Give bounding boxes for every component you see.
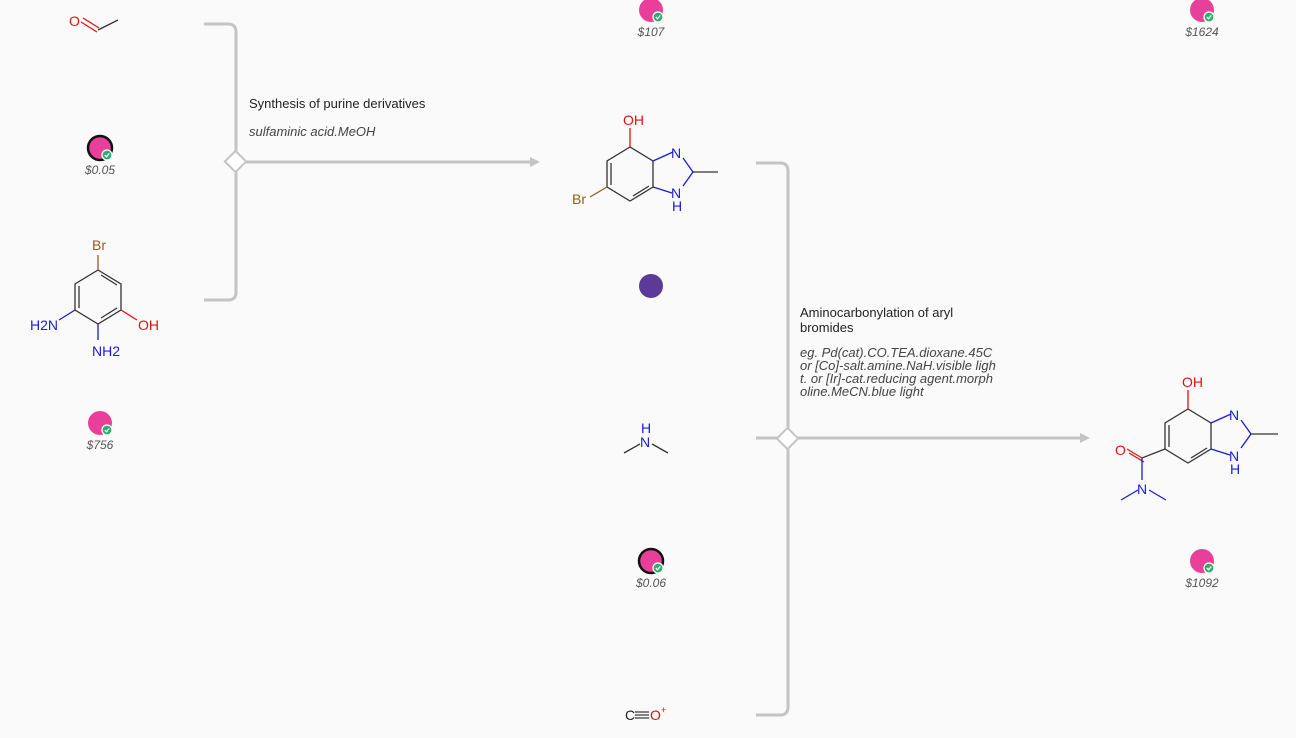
molecule-acetaldehyde[interactable]: O xyxy=(69,13,119,33)
badge-top-mid[interactable] xyxy=(639,0,664,23)
reaction-2-conditions: eg. Pd(cat).CO.TEA.dioxane.45C or [Co]-s… xyxy=(800,345,996,399)
charge-label: + xyxy=(661,705,666,715)
atom-label: Br xyxy=(572,191,586,207)
reaction-2-title: Aminocarbonylation of aryl bromides xyxy=(800,305,954,335)
atom-label: H xyxy=(1230,461,1240,477)
reaction-1-bracket xyxy=(204,22,532,302)
atom-label: O xyxy=(650,707,661,723)
badge-product[interactable] xyxy=(1190,549,1215,574)
atom-label: OH xyxy=(623,112,644,128)
reaction-2-node[interactable] xyxy=(775,426,800,451)
atom-label: OH xyxy=(138,317,159,333)
atom-label: Br xyxy=(92,237,106,253)
atom-label: N xyxy=(1229,448,1239,464)
price-reagent-1: $0.05 xyxy=(84,163,116,177)
price-dimethylamine: $0.06 xyxy=(635,576,667,590)
atom-label: O xyxy=(1115,442,1126,458)
price-top-mid: $107 xyxy=(637,25,665,39)
price-diaminophenol: $756 xyxy=(86,438,114,452)
reaction-1-conditions: sulfaminic acid.MeOH xyxy=(249,124,376,139)
reaction-1-arrowhead xyxy=(530,157,540,167)
molecule-carbon-monoxide[interactable]: C O + xyxy=(625,705,666,723)
atom-label: N xyxy=(1137,481,1147,497)
atom-label: H xyxy=(641,420,651,436)
atom-label: C xyxy=(625,707,635,723)
price-top-right: $1624 xyxy=(1185,25,1219,39)
molecule-dimethylamine[interactable]: H N xyxy=(623,420,669,454)
atom-label: H xyxy=(672,198,682,214)
molecule-diaminophenol[interactable]: Br H2N NH2 OH xyxy=(30,237,159,359)
badge-top-right[interactable] xyxy=(1190,0,1215,23)
atom-label: N xyxy=(671,185,681,201)
price-product: $1092 xyxy=(1185,576,1219,590)
atom-label: N xyxy=(1229,407,1239,423)
reaction-2-bracket xyxy=(756,161,1082,717)
reaction-1-node[interactable] xyxy=(223,149,248,174)
reaction-1-title: Synthesis of purine derivatives xyxy=(249,96,426,111)
badge-reagent-1[interactable] xyxy=(86,134,114,162)
atom-label: NH2 xyxy=(92,343,120,359)
atom-label: H2N xyxy=(30,317,58,333)
badge-dimethylamine[interactable] xyxy=(637,547,665,575)
atom-label: N xyxy=(640,434,650,450)
molecule-product[interactable]: OH N N H O N xyxy=(1115,374,1278,501)
molecule-intermediate[interactable]: OH N N H Br xyxy=(572,112,718,214)
reaction-2-arrowhead xyxy=(1080,433,1090,443)
atom-label: N xyxy=(671,145,681,161)
badge-diaminophenol[interactable] xyxy=(88,411,113,436)
atom-label: O xyxy=(69,13,80,29)
atom-label: OH xyxy=(1182,374,1203,390)
badge-intermediate[interactable] xyxy=(639,274,663,298)
